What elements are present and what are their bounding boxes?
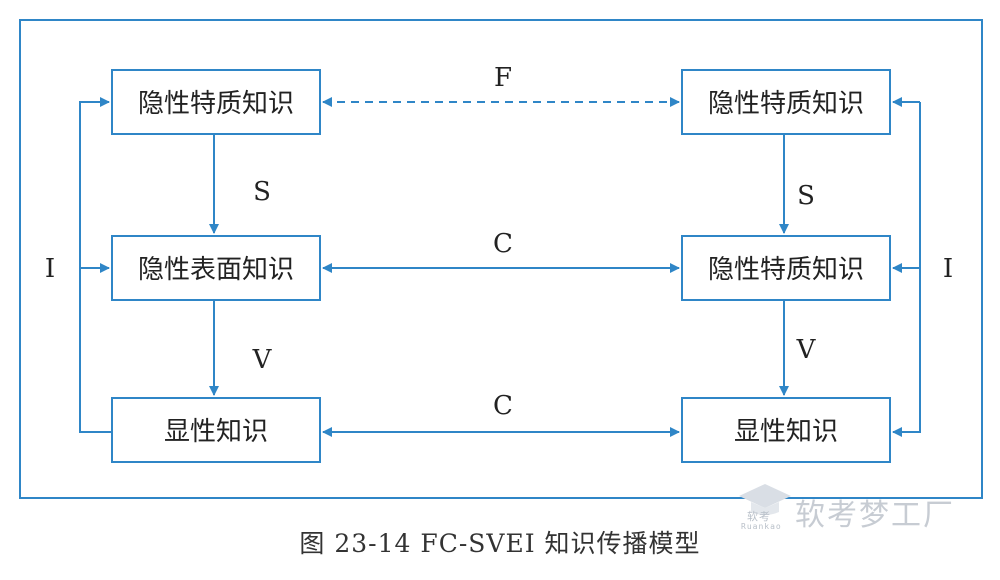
node-left-top: 隐性特质知识 (111, 69, 321, 135)
label-f: F (494, 63, 512, 93)
label-s-left: S (253, 177, 271, 207)
node-left-mid-label: 隐性表面知识 (138, 255, 294, 285)
edge-i-left (79, 97, 112, 433)
node-left-bot: 显性知识 (111, 397, 321, 463)
label-v-right: V (796, 335, 817, 365)
node-right-mid: 隐性特质知识 (681, 235, 891, 301)
label-i-right: I (943, 254, 953, 284)
outer-frame (19, 19, 983, 499)
graduation-cap-icon (739, 484, 791, 515)
watermark-sub2: Ruankao (741, 522, 782, 531)
node-right-bot: 显性知识 (681, 397, 891, 463)
node-left-mid: 隐性表面知识 (111, 235, 321, 301)
node-right-mid-label: 隐性特质知识 (708, 255, 864, 285)
fc-svei-diagram: 隐性特质知识 隐性表面知识 显性知识 隐性特质知识 隐性特质知识 显性知识 F … (19, 19, 983, 499)
watermark: 软考 Ruankao 软考梦工厂 (735, 478, 975, 538)
edge-i-right (892, 97, 921, 437)
label-i-left: I (45, 254, 55, 284)
node-left-bot-label: 显性知识 (164, 417, 268, 447)
node-left-top-label: 隐性特质知识 (138, 89, 294, 119)
label-v-left: V (252, 345, 273, 375)
label-c-bot: C (493, 391, 513, 421)
watermark-main: 软考梦工厂 (795, 498, 955, 533)
node-right-bot-label: 显性知识 (734, 417, 838, 447)
watermark-sub: 软考 (747, 510, 771, 523)
label-c-mid: C (493, 229, 513, 259)
figure-caption: 图 23-14 FC-SVEI 知识传播模型 (299, 529, 701, 558)
node-right-top: 隐性特质知识 (681, 69, 891, 135)
node-right-top-label: 隐性特质知识 (708, 89, 864, 119)
label-s-right: S (797, 181, 815, 211)
